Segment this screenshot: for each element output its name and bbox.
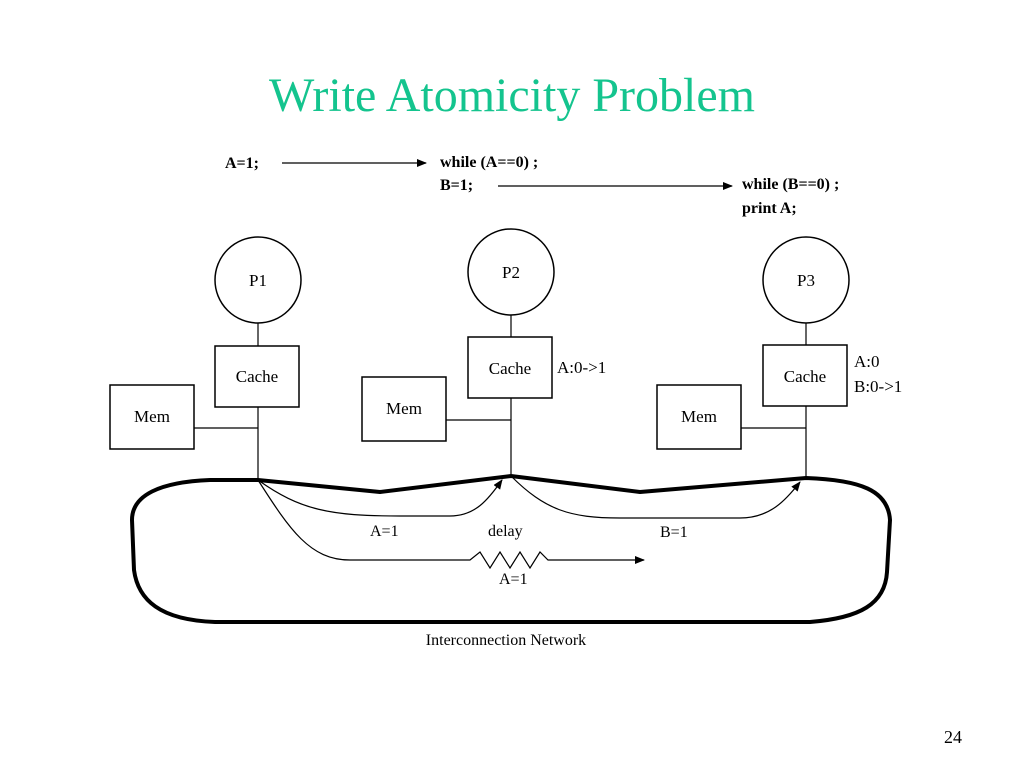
network-label: Interconnection Network — [426, 632, 586, 649]
cache-p3-label: Cache — [784, 367, 826, 386]
code-p1-line1: A=1; — [225, 155, 259, 172]
cache-p2-state: A:0->1 — [557, 358, 606, 377]
code-p3-line2: print A; — [742, 200, 797, 217]
code-p3-line1: while (B==0) ; — [742, 176, 839, 193]
cache-p1 — [214, 345, 300, 408]
interconnection-network-outline — [130, 474, 892, 624]
processor-p3-label: P3 — [797, 271, 815, 290]
cache-p2 — [467, 336, 553, 399]
mem-p2 — [361, 376, 447, 442]
cache-p3-state-line1: A:0 — [854, 352, 880, 371]
code-p2-line2: B=1; — [440, 177, 473, 194]
cache-p2-label: Cache — [489, 359, 531, 378]
processor-p2-label: P2 — [502, 263, 520, 282]
mem-p3 — [656, 384, 742, 450]
mem-p1-label: Mem — [134, 407, 170, 426]
msg-arrow-a-delayed — [257, 479, 645, 570]
msg-a-delayed-label: A=1 — [499, 571, 528, 588]
page-number: 24 — [944, 727, 962, 747]
mem-p2-label: Mem — [386, 399, 422, 418]
mem-p1 — [109, 384, 195, 450]
msg-delay-label: delay — [488, 523, 523, 540]
msg-arrow-b-to-p3 — [510, 475, 801, 519]
msg-arrow-a-to-p2 — [257, 479, 503, 517]
mem-p3-label: Mem — [681, 407, 717, 426]
cache-p1-label: Cache — [236, 367, 278, 386]
cache-p3 — [762, 344, 848, 407]
processor-p1-label: P1 — [249, 271, 267, 290]
msg-a-to-p2-label: A=1 — [370, 523, 399, 540]
code-p2-line1: while (A==0) ; — [440, 154, 538, 171]
msg-b-to-p3-label: B=1 — [660, 524, 688, 541]
slide-title: Write Atomicity Problem — [269, 69, 755, 122]
cache-p3-state-line2: B:0->1 — [854, 377, 902, 396]
